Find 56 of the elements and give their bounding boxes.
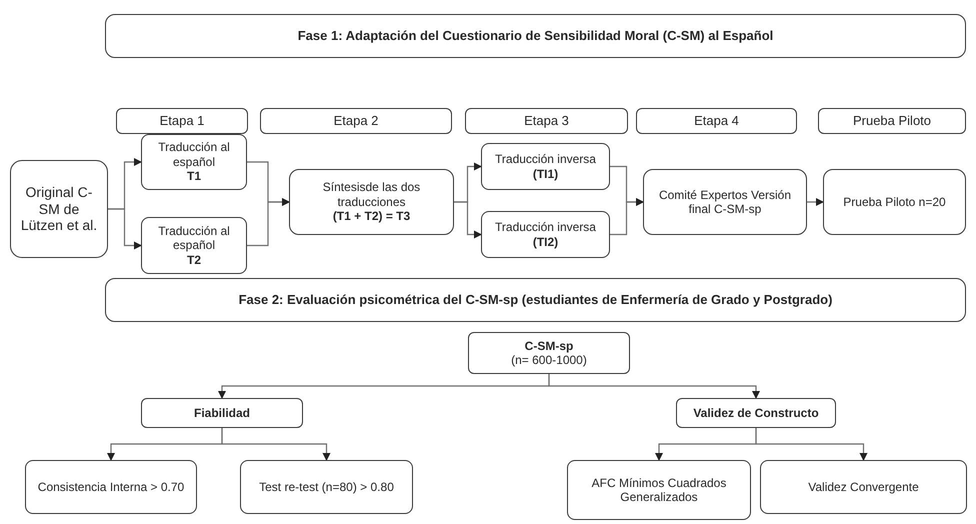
connector-arrow (755, 428, 868, 461)
process-box (25, 460, 197, 514)
box-text: C-SM-sp (524, 338, 574, 353)
connector-arrow (247, 198, 290, 246)
process-box (818, 108, 966, 134)
connector-arrow (807, 198, 824, 206)
process-box (636, 108, 797, 134)
box-text: Etapa 3 (524, 113, 569, 129)
process-box (10, 160, 108, 258)
box-text: Traducción inversa (TI2) (494, 220, 597, 249)
box-text: T1 (186, 169, 201, 184)
box-text: Etapa 4 (694, 113, 739, 129)
connector-arrow (454, 201, 482, 238)
box-text: Traducción al español (157, 224, 231, 253)
process-box (240, 460, 413, 514)
process-box (260, 108, 452, 134)
connector-arrow (221, 428, 330, 461)
box-text: Fase 1: Adaptación del Cuestionario de Sensibilidad Moral (C-SM) al Español (298, 28, 774, 44)
box-text: T2 (186, 252, 201, 268)
box-text: Prueba Piloto n=20 (843, 194, 946, 210)
connector-arrow (548, 374, 760, 399)
box-text: Fase 2: Evaluación psicométrica del C-SM-sp (estudiantes de Enfermería de Grado y Postgrado) (238, 292, 832, 308)
box-text: AFC Mínimos Cuadrados Generalizados (590, 476, 728, 504)
box-text: (T1 + T2) = T3 (332, 209, 410, 224)
process-box (823, 169, 966, 235)
process-box (289, 169, 454, 235)
box-text: Etapa 1 (160, 113, 204, 129)
process-box (481, 211, 610, 258)
box-text: Fiabilidad (194, 406, 250, 420)
connector-arrow (108, 208, 142, 250)
box-text: Test re-test (n=80) > 0.80 (259, 480, 394, 494)
box-text: Traducción inversa (TI1) (494, 152, 597, 181)
process-box (141, 398, 303, 428)
process-box (760, 460, 967, 514)
box-text: Prueba Piloto (852, 113, 932, 129)
box-text: Traducción al español (157, 140, 231, 170)
process-box (676, 398, 836, 428)
process-box (643, 169, 807, 235)
process-box (141, 217, 247, 274)
connector-arrow (610, 198, 644, 236)
box-text: Consistencia Interna > 0.70 (38, 480, 184, 494)
process-box (465, 108, 628, 134)
process-box (105, 14, 966, 58)
process-box (116, 108, 248, 134)
process-box (567, 460, 751, 520)
process-box (481, 143, 610, 190)
box-text: Etapa 2 (334, 113, 378, 129)
box-text: Validez Convergente (808, 480, 919, 494)
box-text: Validez de Constructo (693, 406, 819, 420)
process-box (141, 134, 247, 190)
process-box (105, 278, 966, 322)
box-text: Comité Expertos Versión final C-SM-sp (658, 188, 792, 216)
box-text: Síntesisde las dos traducciones (322, 180, 422, 210)
box-text: Original C-SM de Lützen et al. (20, 184, 98, 234)
process-box (468, 332, 630, 374)
box-text: (n= 600-1000) (511, 353, 587, 368)
